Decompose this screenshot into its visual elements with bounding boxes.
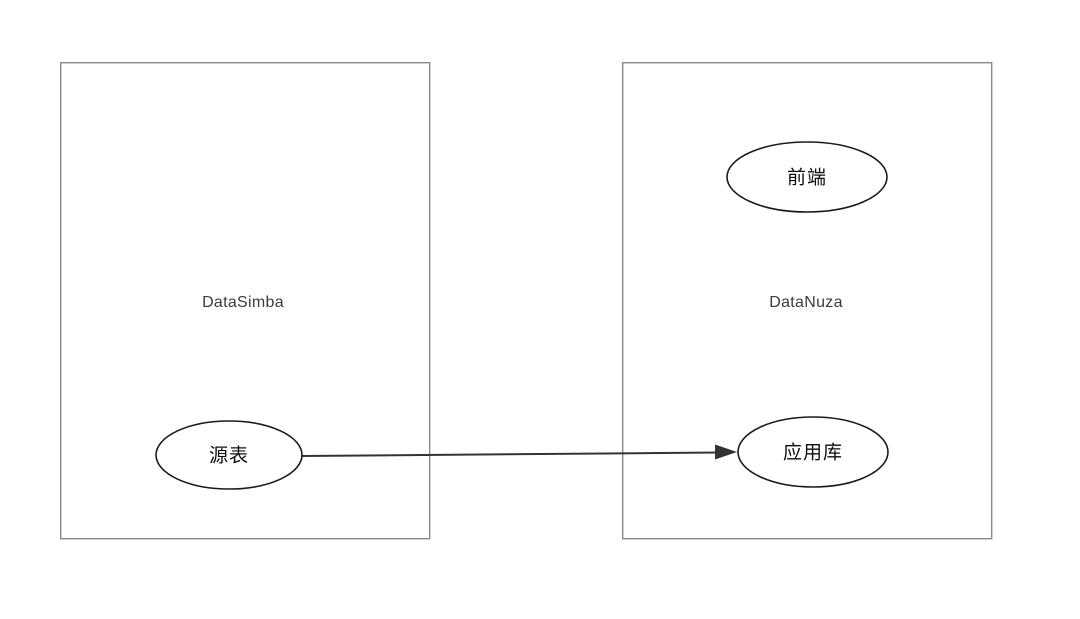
node-frontend[interactable]	[726, 141, 888, 213]
container-label-datasimba: DataSimba	[202, 294, 284, 311]
connector-source-to-app[interactable]	[300, 451, 719, 457]
container-label-datanuza: DataNuza	[769, 294, 843, 311]
arrowhead-icon	[715, 444, 737, 460]
node-label-app-database: 应用库	[783, 442, 843, 464]
node-app-database[interactable]	[737, 416, 889, 488]
node-label-frontend: 前端	[787, 167, 827, 189]
node-label-source-table: 源表	[209, 445, 249, 467]
node-source-table[interactable]	[155, 420, 303, 490]
